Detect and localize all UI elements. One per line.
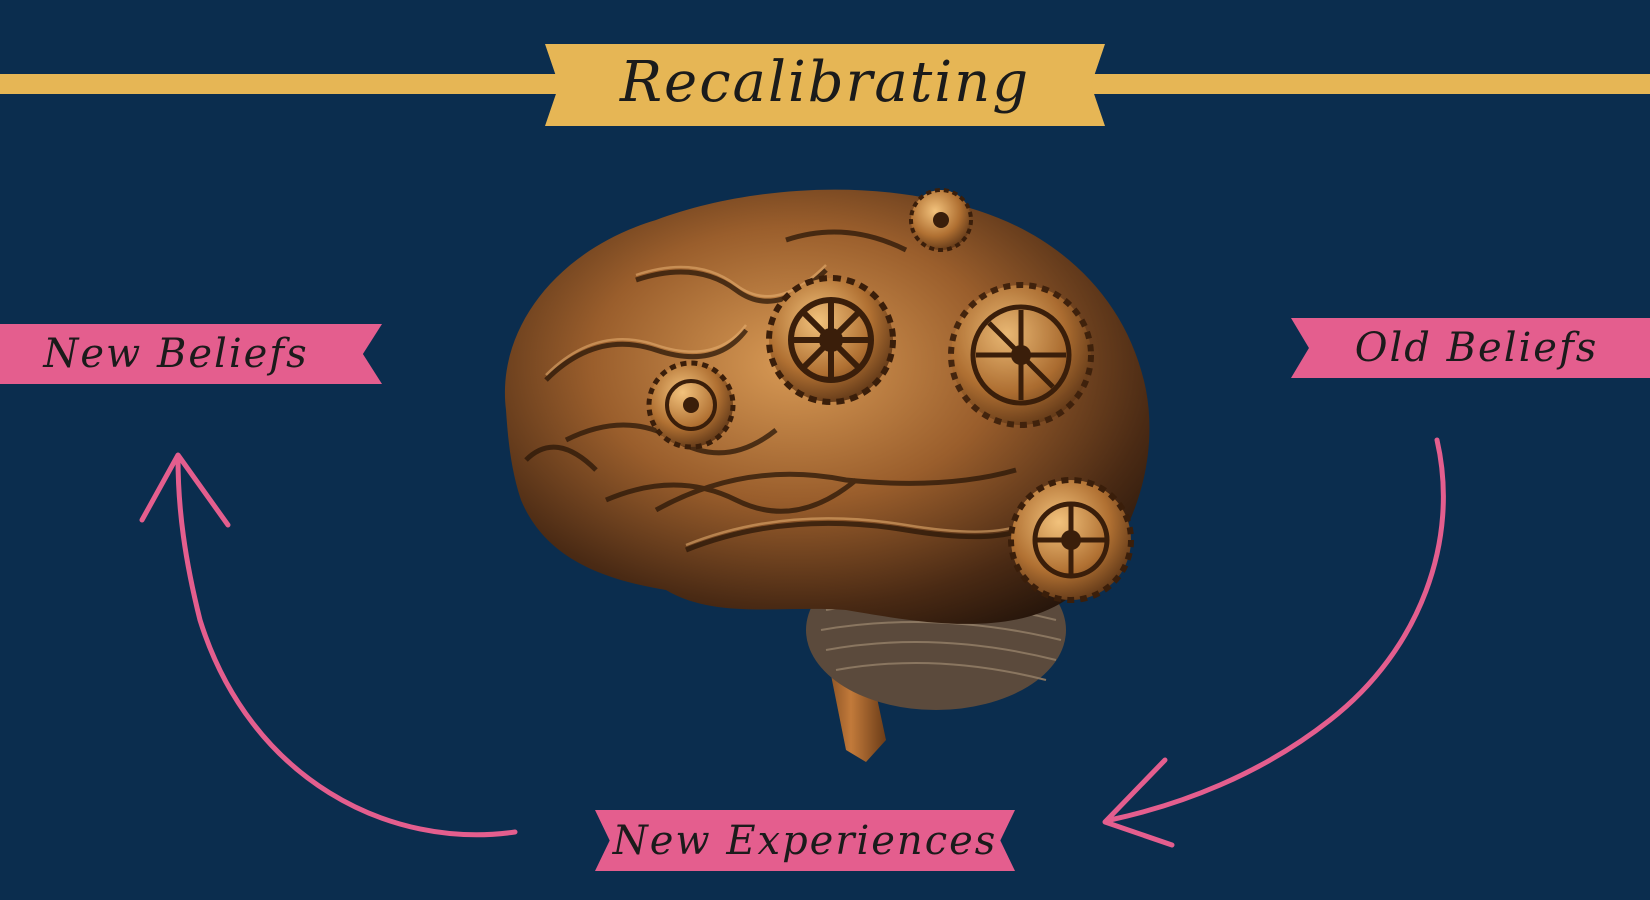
new-experiences-banner: New Experiences	[595, 810, 1015, 871]
small-gear-top	[909, 188, 973, 252]
old-beliefs-label: Old Beliefs	[1354, 325, 1599, 371]
title-banner: Recalibrating	[545, 44, 1105, 126]
arrow-to-new-beliefs	[175, 455, 518, 838]
large-gear-right	[948, 282, 1094, 428]
new-beliefs-label: New Beliefs	[43, 331, 309, 377]
small-gear-left	[646, 360, 736, 450]
title-rule-right	[1090, 74, 1650, 94]
large-gear-center	[766, 275, 896, 405]
new-experiences-label: New Experiences	[612, 817, 998, 864]
old-beliefs-banner: Old Beliefs	[1291, 318, 1650, 378]
arrowhead-up-icon	[139, 452, 231, 528]
title-text: Recalibrating	[619, 49, 1031, 115]
arrow-to-new-experiences	[1107, 437, 1446, 823]
mechanical-brain-image	[486, 180, 1160, 780]
brain-gears-illustration	[504, 188, 1150, 762]
gear-lower-right	[1008, 477, 1134, 603]
title-rule-left	[0, 74, 560, 94]
new-beliefs-banner: New Beliefs	[0, 324, 382, 384]
